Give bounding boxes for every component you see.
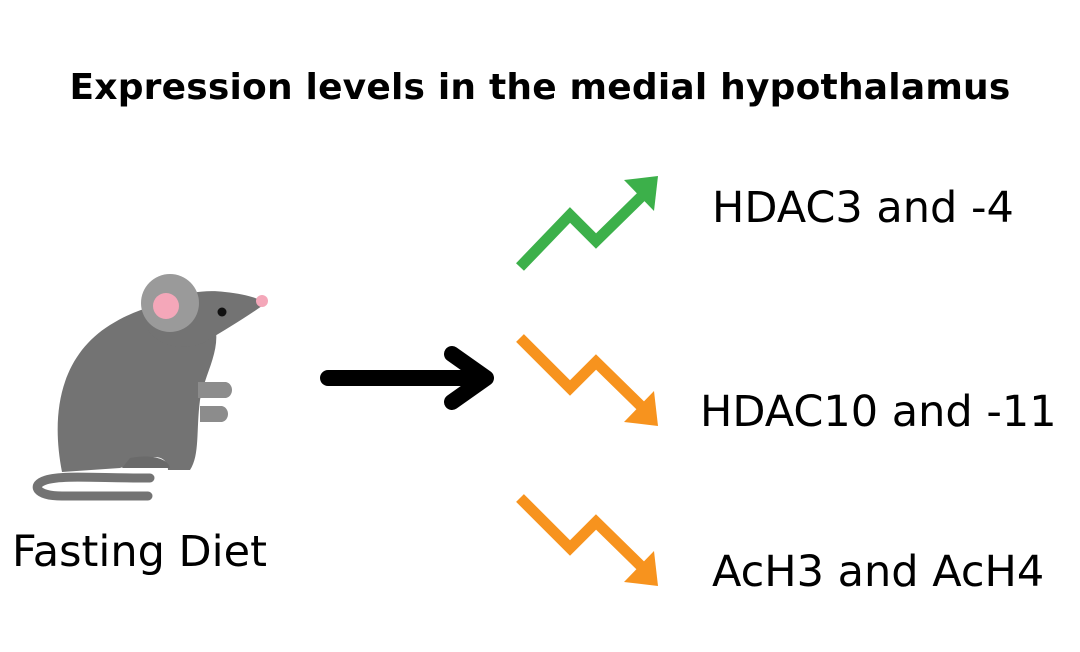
outcome-label-hdac10-11: HDAC10 and -11 (700, 387, 1057, 437)
trend-down-arrow-icon (516, 334, 658, 426)
outcome-label-ach3-ach4: AcH3 and AcH4 (712, 547, 1045, 597)
diagram-title: Expression levels in the medial hypothal… (69, 67, 1011, 108)
mouse-icon (32, 274, 268, 501)
trend-down-arrow-icon (516, 494, 658, 586)
outcome-label-hdac3-4: HDAC3 and -4 (712, 183, 1014, 233)
trend-up-arrow-icon (516, 176, 658, 271)
subject-label: Fasting Diet (12, 527, 267, 577)
main-arrow-icon (320, 346, 494, 410)
